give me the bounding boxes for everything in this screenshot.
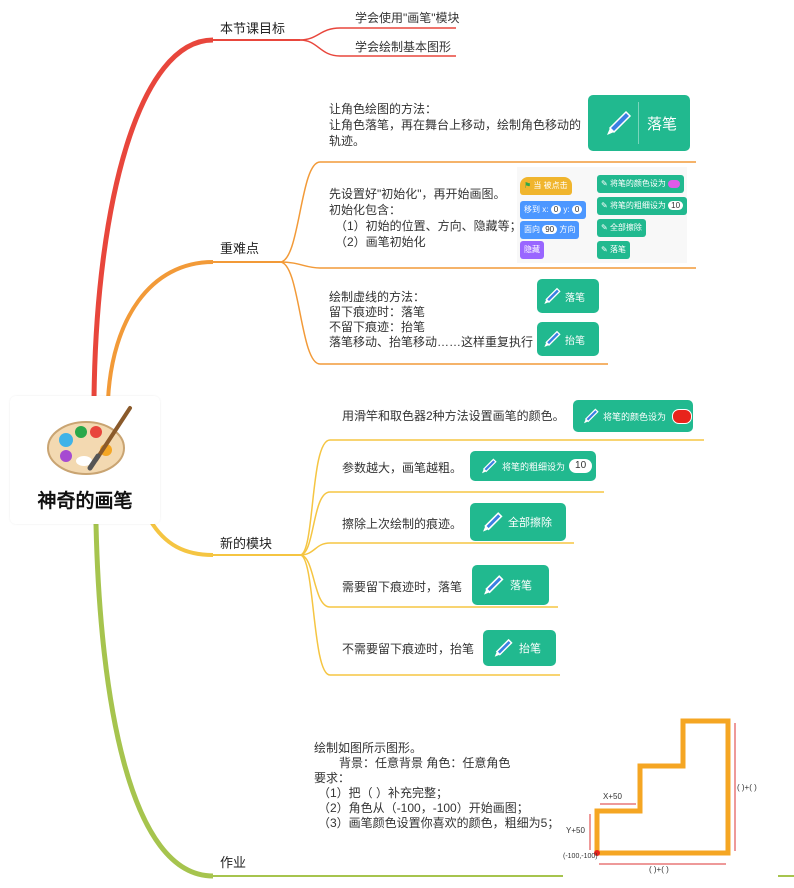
goto-xy-block: 移到 x: 0 y: 0 (520, 201, 587, 219)
kp3-line-1: 绘制虚线的方法： (329, 290, 426, 304)
set-pen-color-block-large: 将笔的颜色设为 (573, 400, 693, 432)
kp1-line-1: 让角色绘图的方法： (329, 102, 438, 116)
pen-up-label: 抬笔 (565, 335, 585, 347)
pen-icon (596, 102, 639, 144)
palette-icon (47, 406, 132, 475)
nb5-text: 不需要留下痕迹时，抬笔 (342, 642, 475, 656)
origin-label: (-100,-100) (563, 853, 598, 860)
pen-icon (537, 329, 565, 349)
connector-key-points (106, 260, 214, 401)
set-pen-size-block-large: 将笔的粗细设为 10 (470, 451, 596, 481)
pen-icon (577, 407, 603, 425)
point-direction-block: 面向 90 方向 (520, 221, 580, 239)
y-step-label: Y+50 (566, 826, 585, 835)
pen-icon (474, 457, 502, 475)
pen-size-value: 10 (569, 459, 593, 473)
connector-goals (91, 37, 214, 401)
hw-line-4: （1）把（ ）补充完整； (318, 786, 449, 800)
kp1-line-3: 轨迹。 (329, 134, 366, 148)
branch-homework-label: 作业 (220, 855, 247, 870)
pen-icon (537, 286, 565, 306)
x-step-label: X+50 (603, 792, 622, 801)
code-snippet: ⚑ 当 被点击 移到 x: 0 y: 0 面向 90 方向 隐藏 ✎ 将笔的颜色… (517, 167, 688, 263)
kp3-line-2: 留下痕迹时：落笔 (329, 305, 426, 319)
kp2-line-3: （1）初始的位置、方向、隐藏等； (335, 219, 522, 233)
root-node: 神奇的画笔 (10, 396, 160, 524)
kp2-line-1: 先设置好"初始化"，再开始画图。 (329, 187, 506, 201)
pen-icon (474, 573, 510, 597)
pen-down-block-new: 落笔 (472, 565, 549, 605)
color-swatch (672, 408, 693, 424)
kp3-line-4: 落笔移动、抬笔移动……这样重复执行 (329, 335, 534, 349)
hw-line-2: 背景：任意背景 角色：任意角色 (339, 756, 511, 770)
kp2-line-4: （2）画笔初始化 (335, 235, 426, 249)
set-pen-color-block: ✎ 将笔的颜色设为 (597, 175, 685, 193)
erase-all-block: ✎ 全部擦除 (597, 219, 646, 237)
kp1-line-2: 让角色落笔，再在舞台上移动，绘制角色移动的 (329, 118, 582, 132)
branch-new-blocks-label: 新的模块 (220, 536, 273, 551)
set-pen-size-label: 将笔的粗细设为 (502, 461, 566, 472)
branch-goals-label: 本节课目标 (220, 21, 286, 36)
nb4-text: 需要留下痕迹时，落笔 (342, 580, 463, 594)
connector-homework (93, 523, 214, 879)
pen-down-label: 落笔 (647, 115, 678, 133)
right-blank-label: ( )+( ) (737, 783, 757, 792)
pen-down-block-small: ✎ 落笔 (597, 241, 630, 259)
goal-item-2: 学会绘制基本图形 (355, 40, 452, 54)
homework-figure: X+50 Y+50 (-100,-100) ( )+( ) ( )+( ) (563, 709, 778, 877)
set-pen-color-label: 将笔的颜色设为 (603, 411, 667, 422)
kp2-line-2: 初始化包含： (329, 203, 402, 217)
erase-all-label: 全部擦除 (508, 517, 552, 529)
pen-icon (485, 637, 519, 659)
pen-up-block-dashed: 抬笔 (537, 322, 599, 356)
root-title: 神奇的画笔 (37, 491, 133, 512)
nb3-text: 擦除上次绘制的痕迹。 (342, 517, 463, 531)
pen-down-label: 落笔 (565, 292, 585, 304)
erase-all-block-large: 全部擦除 (470, 503, 566, 541)
staircase-shape (589, 718, 736, 865)
hw-line-3: 要求： (314, 771, 351, 785)
nb1-text: 用滑竿和取色器2种方法设置画笔的颜色。 (342, 409, 565, 423)
hw-line-1: 绘制如图所示图形。 (314, 741, 423, 755)
hw-line-6: （3）画笔颜色设置你喜欢的颜色，粗细为5； (318, 816, 560, 830)
goal-item-1: 学会使用"画笔"模块 (355, 11, 460, 25)
pen-down-block-dashed: 落笔 (537, 279, 599, 313)
pen-up-label: 抬笔 (519, 643, 541, 655)
connector-new-blocks (148, 518, 214, 557)
set-pen-size-block: ✎ 将笔的粗细设为 10 (597, 197, 688, 215)
kp3-line-3: 不留下痕迹：抬笔 (329, 320, 426, 334)
nb2-text: 参数越大，画笔越粗。 (342, 461, 463, 475)
pen-down-block-large: 落笔 (588, 95, 690, 151)
pen-icon (474, 510, 508, 534)
branch-key-points-label: 重难点 (220, 241, 260, 256)
pen-up-block-new: 抬笔 (483, 630, 556, 666)
event-block: ⚑ 当 被点击 (520, 177, 572, 195)
bottom-blank-label: ( )+( ) (649, 865, 669, 874)
pen-down-label: 落笔 (510, 580, 532, 592)
hide-block: 隐藏 (520, 241, 544, 259)
hw-line-5: （2）角色从（-100，-100）开始画图； (318, 801, 529, 815)
